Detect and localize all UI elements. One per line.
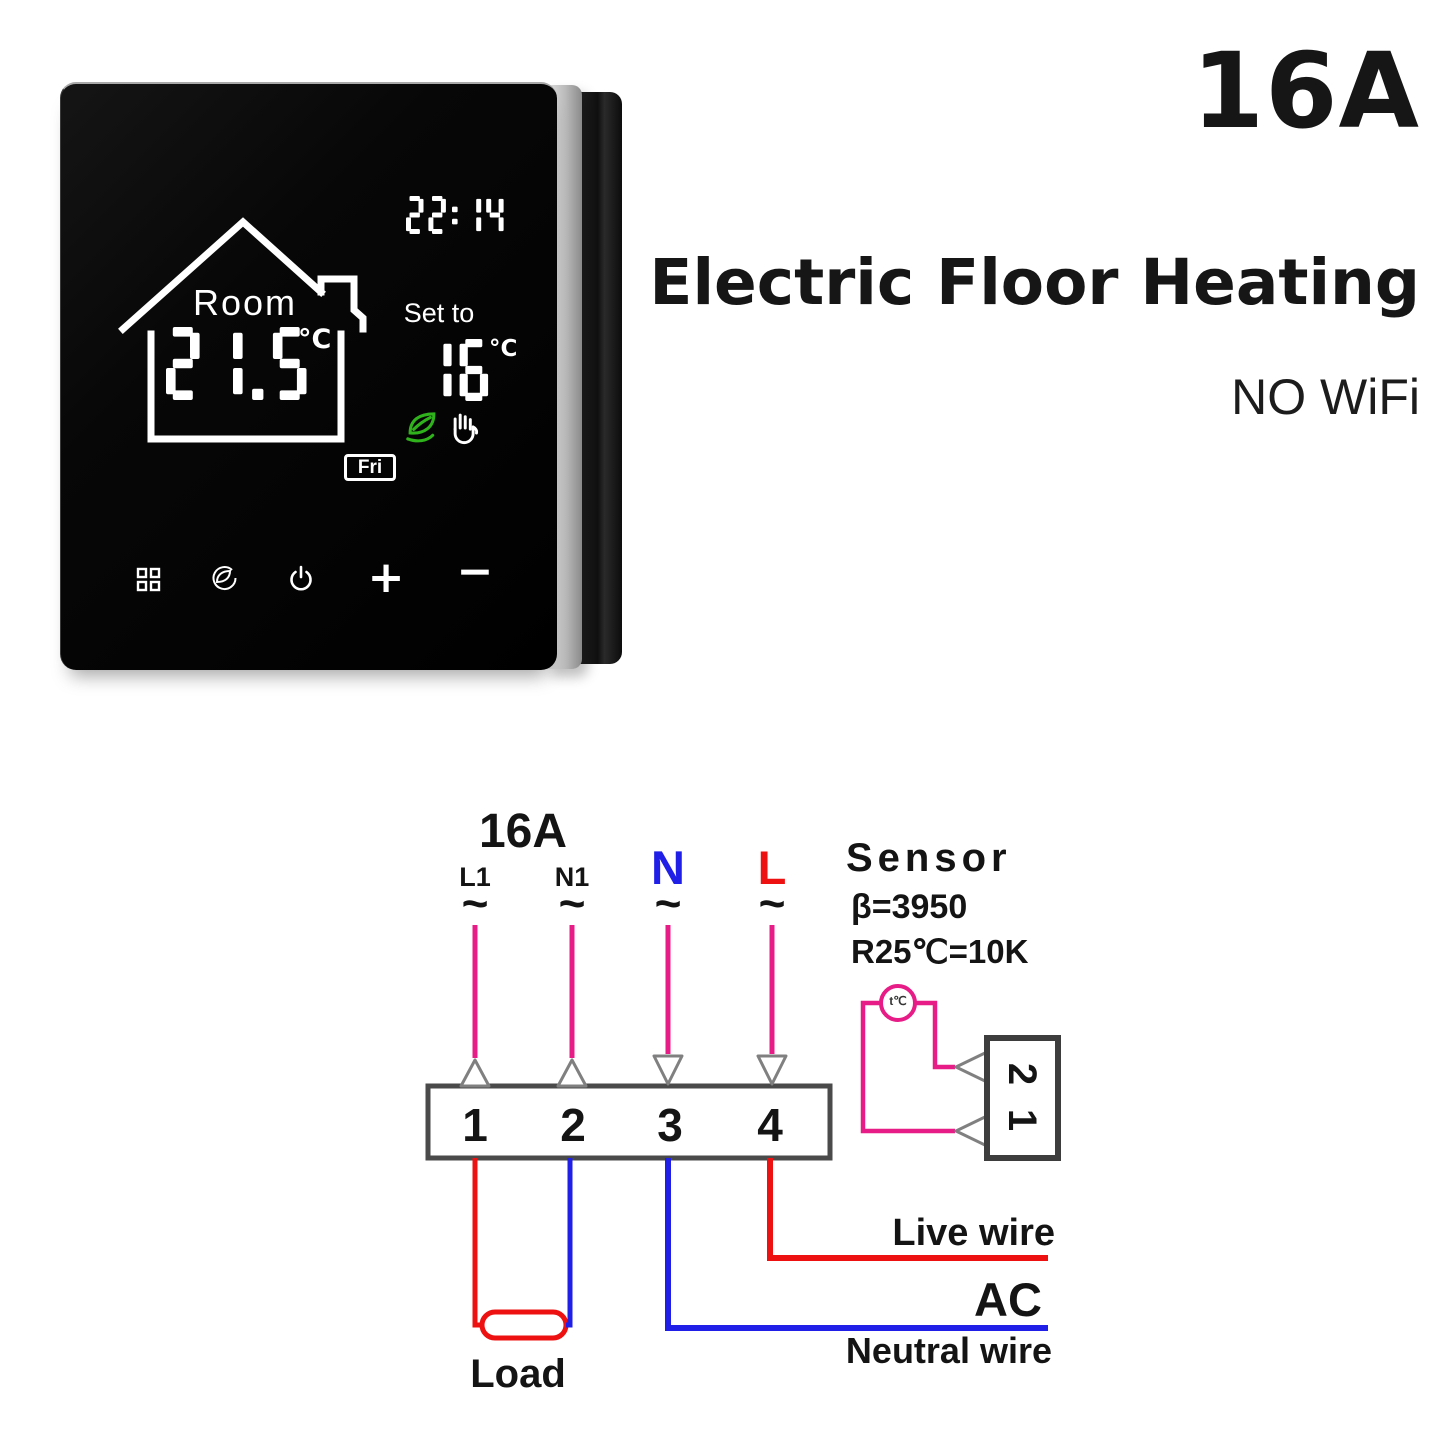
- room-label: Room: [192, 282, 298, 323]
- sensor-probe-label: t℃: [889, 994, 907, 1008]
- wire-label-l: L: [757, 841, 787, 894]
- sensor-resistance-value: R25℃=10K: [851, 933, 1029, 970]
- load-label: Load: [470, 1352, 566, 1396]
- amp-rating-heading: 16A: [1191, 30, 1420, 152]
- neutral-wire-label: Neutral wire: [845, 1330, 1052, 1371]
- device-depth-edge: [578, 92, 622, 664]
- eco-leaf-icon: [406, 412, 436, 443]
- product-title: Electric Floor Heating: [649, 246, 1420, 319]
- terminal-2: 2: [560, 1099, 586, 1151]
- set-to-label: Set to: [403, 298, 475, 328]
- device-front-panel: Room °C Set to °C: [60, 82, 557, 670]
- wire-label-n: N: [651, 841, 685, 894]
- ac-label: AC: [974, 1273, 1042, 1326]
- temp-up-button: +: [367, 552, 405, 603]
- eco-mode-button: [212, 566, 237, 591]
- terminal-3: 3: [657, 1099, 683, 1151]
- sensor-pin-2: 2: [1000, 1062, 1045, 1086]
- sensor-beta-value: β=3950: [851, 888, 968, 926]
- manual-hand-icon: [453, 413, 479, 445]
- power-button: [290, 565, 312, 591]
- terminal-1: 1: [462, 1099, 488, 1151]
- house-outline-icon: [118, 217, 367, 443]
- lcd-room-temperature: [166, 327, 317, 405]
- ac-tilde-symbol: ~: [461, 877, 489, 929]
- temp-down-button: −: [456, 546, 494, 597]
- day-indicator: Fri: [344, 454, 396, 481]
- live-wire-label: Live wire: [892, 1212, 1055, 1254]
- room-temp-unit: °C: [298, 324, 332, 355]
- set-temp-unit: °C: [489, 336, 518, 362]
- thermostat-device-photo: Room °C Set to °C: [60, 82, 622, 672]
- wire-label-n1: N1: [554, 862, 590, 892]
- product-subtitle: NO WiFi: [1231, 369, 1420, 425]
- lcd-set-temperature: [423, 339, 497, 406]
- diagram-amp-rating: 16A: [478, 805, 568, 858]
- lcd-time-display: [406, 196, 509, 239]
- ac-tilde-symbol: ~: [558, 877, 586, 929]
- sensor-title: Sensor: [846, 836, 1012, 880]
- sensor-pin-1: 1: [1000, 1108, 1045, 1132]
- terminal-4: 4: [757, 1099, 783, 1151]
- menu-button: [136, 567, 161, 592]
- wire-label-l1: L1: [459, 862, 491, 892]
- ac-tilde-symbol: ~: [758, 877, 786, 929]
- ac-tilde-symbol: ~: [654, 877, 682, 929]
